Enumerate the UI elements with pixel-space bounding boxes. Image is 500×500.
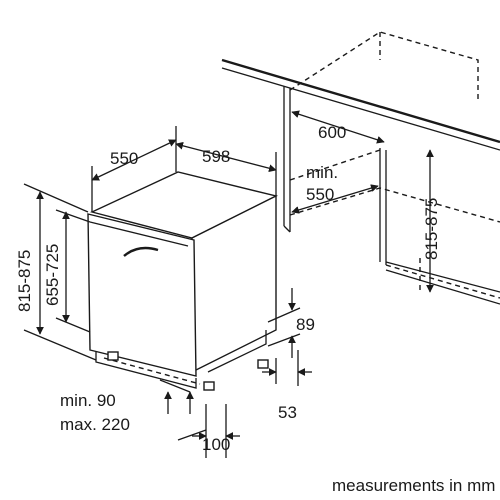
depth-label: 550 xyxy=(110,149,138,168)
plinth-depth-label: 53 xyxy=(278,403,297,422)
appliance-inner-height-label: 655-725 xyxy=(43,244,62,306)
niche-height-label: 815-875 xyxy=(422,198,441,260)
door-gap-min-label: min. 90 xyxy=(60,391,116,410)
appliance-height-label: 815-875 xyxy=(15,250,34,312)
dishwasher-appliance xyxy=(87,171,279,391)
plinth-height-label: 89 xyxy=(296,315,315,334)
units-note: measurements in mm xyxy=(332,476,495,495)
foot-offset-label: 100 xyxy=(202,435,230,454)
dimension-lines xyxy=(23,110,434,458)
width-label: 598 xyxy=(202,147,230,166)
niche-width-label: 550 xyxy=(306,185,334,204)
niche-depth-label: 600 xyxy=(318,123,346,142)
niche-width-prefix-label: min. xyxy=(306,163,338,182)
door-gap-max-label: max. 220 xyxy=(60,415,130,434)
